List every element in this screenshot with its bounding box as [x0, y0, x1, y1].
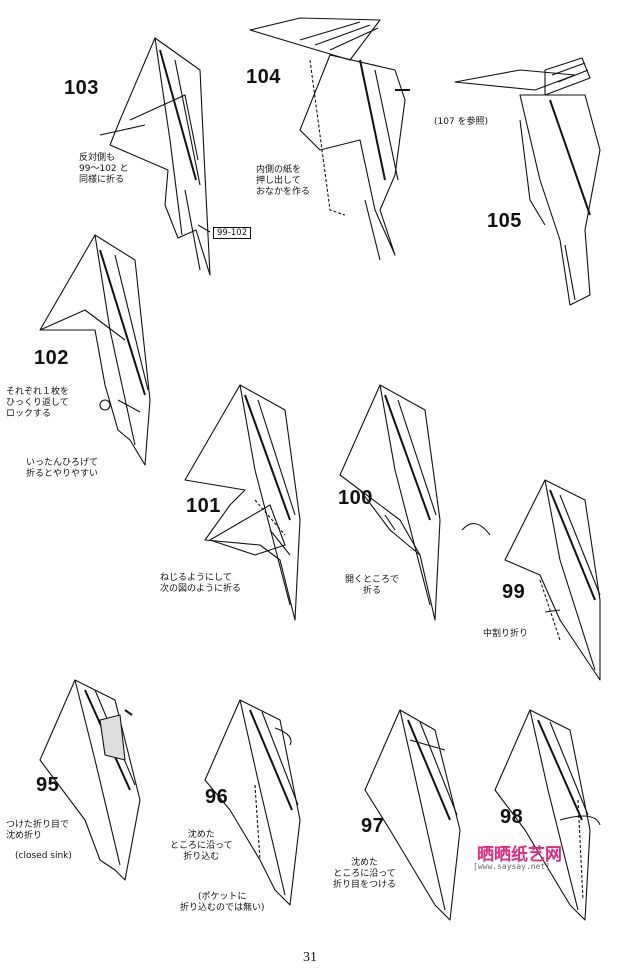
- step-number-96: 96: [205, 786, 229, 808]
- figure-98: [494, 709, 601, 921]
- watermark-logo: 晒晒纸艺网: [477, 845, 562, 865]
- step-number-102: 102: [34, 347, 69, 369]
- figure-96: [204, 699, 301, 906]
- figure-103: [99, 37, 211, 276]
- caption-102: それぞれ１枚を ひっくり返して ロックする: [6, 387, 70, 419]
- watermark-url: [www.saysay.net]: [473, 862, 551, 871]
- caption-95: つけた折り目で 沈め折り: [6, 820, 70, 841]
- caption-97: 沈めた ところに沿って 折り目をつける: [333, 858, 397, 890]
- caption-104: 内側の紙を 押し出して おなかを作る: [256, 165, 311, 197]
- step-number-101: 101: [186, 495, 221, 517]
- caption-96-note: (ポケットに 折り込むのでは無い): [180, 892, 265, 913]
- figure-100: [339, 384, 441, 621]
- figure-99: [461, 479, 601, 681]
- step-number-103: 103: [64, 77, 99, 99]
- figure-97: [364, 709, 461, 921]
- caption-95-sub: (closed sink): [15, 851, 72, 861]
- step-number-97: 97: [361, 815, 385, 837]
- step-number-98: 98: [500, 806, 524, 828]
- reference-box-103: 99-102: [213, 227, 252, 239]
- figure-95: [39, 679, 141, 881]
- step-number-100: 100: [338, 487, 373, 509]
- caption-100: 開くところで 折る: [345, 575, 400, 596]
- page-number: 31: [303, 950, 317, 965]
- caption-99: 中割り折り: [483, 629, 529, 639]
- figure-104: [249, 17, 410, 261]
- figure-105: [454, 57, 601, 306]
- step-number-95: 95: [36, 774, 60, 796]
- step-number-104: 104: [246, 66, 281, 88]
- step-number-99: 99: [502, 581, 526, 603]
- caption-102-tip: いったんひろげて 折るとやりやすい: [26, 458, 99, 479]
- figure-102: [39, 234, 151, 466]
- caption-101: ねじるようにして 次の図のように折る: [160, 573, 242, 594]
- caption-96: 沈めた ところに沿って 折り込む: [170, 830, 233, 862]
- step-number-105: 105: [487, 210, 522, 232]
- caption-103: 反対側も 99〜102 と 同様に折る: [79, 153, 129, 185]
- figure-101: [184, 384, 301, 621]
- caption-105: (107 を参照): [434, 117, 489, 127]
